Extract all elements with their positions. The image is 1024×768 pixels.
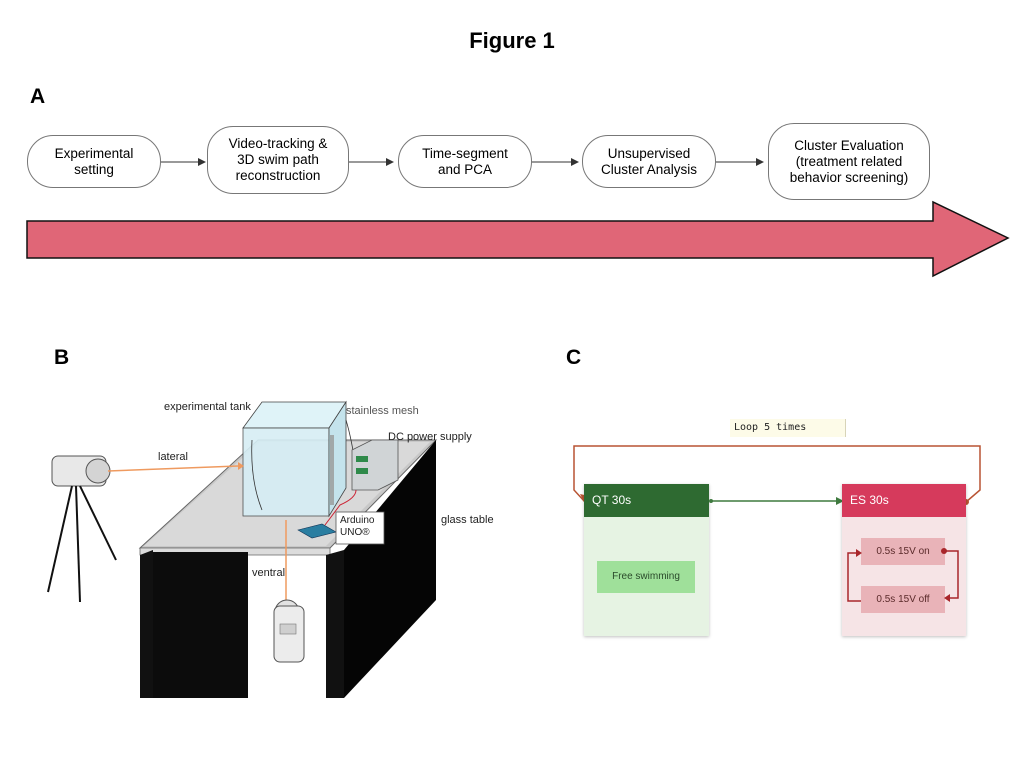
arduino-label-box xyxy=(335,511,385,545)
pipeline-diagram xyxy=(26,158,1010,278)
loop-label: Loop 5 times xyxy=(730,419,846,437)
lateral-sightline xyxy=(107,465,239,472)
pipeline-step-cluster-evaluation: Cluster Evaluation (treatment related be… xyxy=(768,123,930,200)
dc-power-supply xyxy=(351,439,399,491)
state-es-on: 0.5s 15V on xyxy=(861,538,945,565)
glass-table-front-left-leg xyxy=(140,550,153,698)
glass-table-front-right-panel xyxy=(326,550,344,698)
tank-back xyxy=(242,401,347,429)
transition-arrow xyxy=(709,497,844,505)
experimental-setup-illustration xyxy=(47,400,438,698)
label-stainless-mesh: stainless mesh xyxy=(346,405,419,417)
stainless-mesh xyxy=(330,435,334,505)
state-es-off: 0.5s 15V off xyxy=(861,586,945,613)
pipeline-step-time-segment-pca: Time-segment and PCA xyxy=(398,135,532,188)
es-inner-loop xyxy=(847,548,959,602)
state-qt-activity: Free swimming xyxy=(597,561,695,593)
lateral-camera xyxy=(47,455,117,603)
timeline-arrow xyxy=(26,200,1010,278)
label-dc-power-supply: DC power supply xyxy=(388,431,472,443)
label-glass-table: glass table xyxy=(441,514,494,526)
glass-table-right-side-panel xyxy=(344,440,436,698)
panel-label-c: C xyxy=(566,346,582,369)
label-lateral: lateral xyxy=(158,451,188,463)
tank-front xyxy=(242,427,330,517)
label-arduino: Arduino UNO® xyxy=(340,515,375,538)
panel-label-b: B xyxy=(54,346,70,369)
state-es-title: ES 30s xyxy=(842,484,966,517)
pipeline-step-cluster-analysis: Unsupervised Cluster Analysis xyxy=(582,135,716,188)
label-experimental-tank: experimental tank xyxy=(164,401,251,413)
state-qt: QT 30s xyxy=(584,484,709,636)
glass-table-left-panel xyxy=(153,552,248,698)
pipeline-step-video-tracking: Video-tracking & 3D swim path reconstruc… xyxy=(207,126,349,194)
figure-title: Figure 1 xyxy=(469,28,555,53)
state-qt-title: QT 30s xyxy=(584,484,709,517)
panel-label-a: A xyxy=(30,85,46,108)
ventral-camera xyxy=(273,599,305,663)
pipeline-step-experimental-setting: Experimental setting xyxy=(27,135,161,188)
label-ventral: ventral xyxy=(252,567,286,579)
